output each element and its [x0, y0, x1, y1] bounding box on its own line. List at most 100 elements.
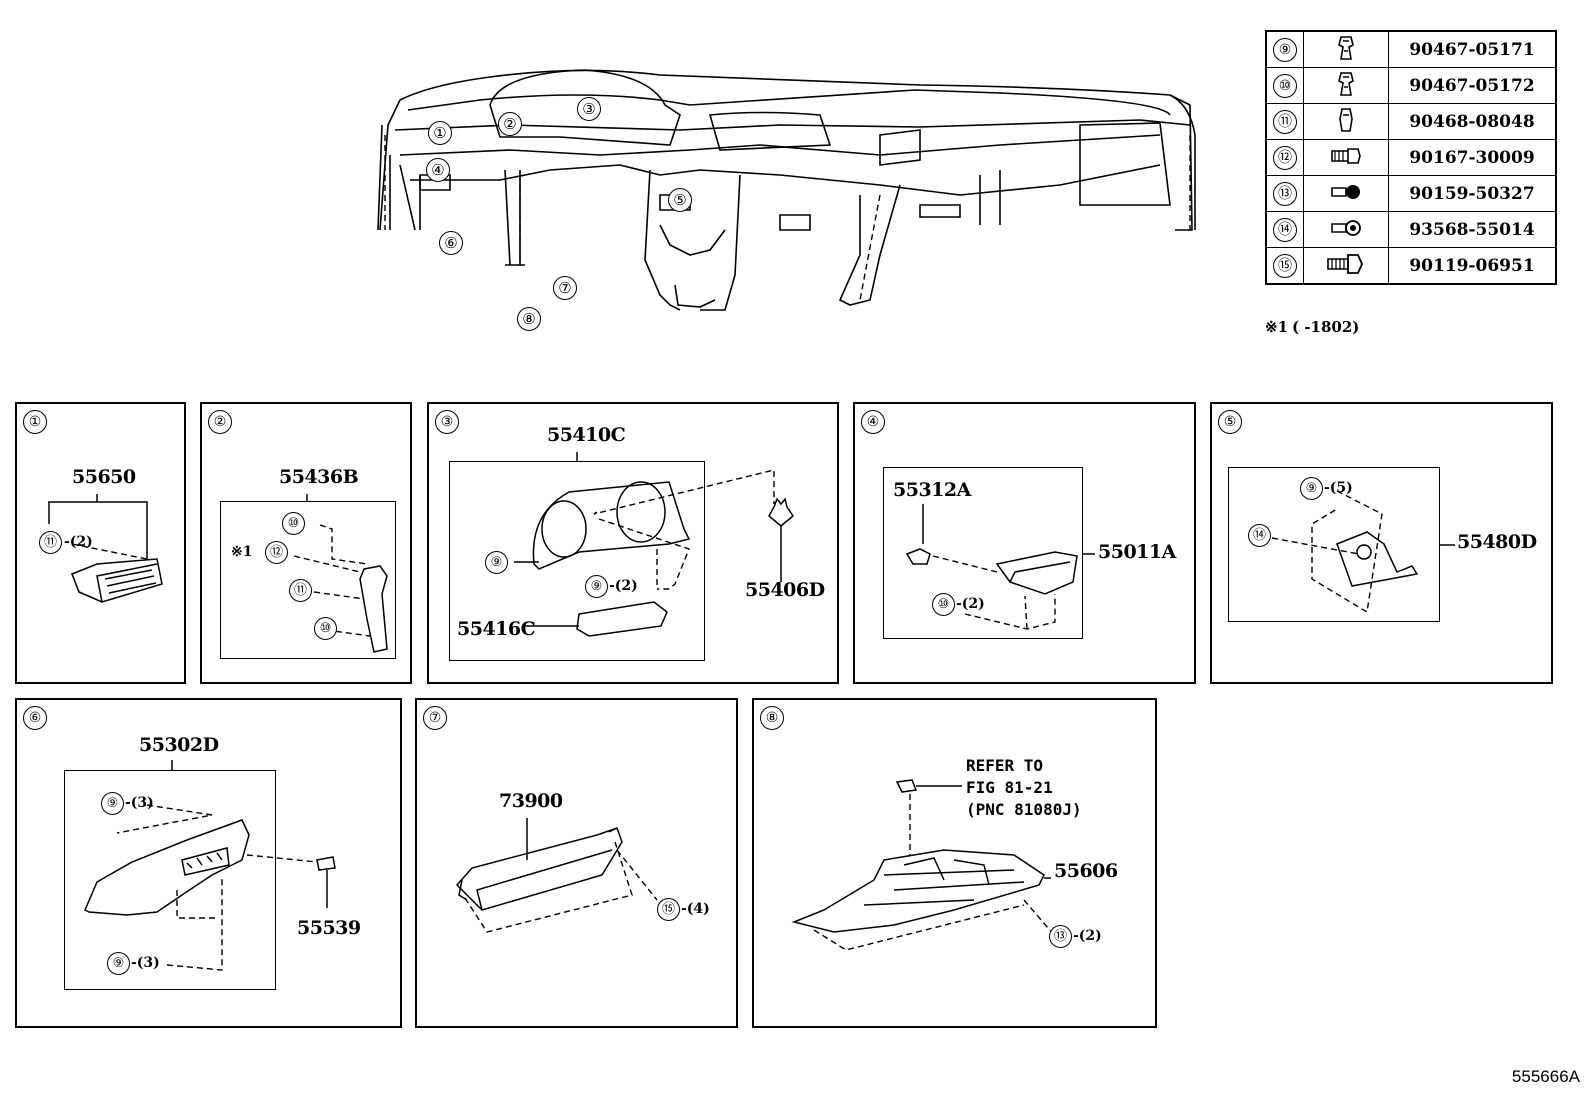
fastener-row: ⑩ 90467-05172: [1265, 67, 1557, 104]
assembly-box: [1228, 467, 1440, 622]
callout-8: ⑧: [517, 307, 541, 331]
panel-8: ⑧ REFER TO FIG 81-21 (PNC 81080J) 55606 …: [752, 698, 1157, 1028]
part-label-55650: 55650: [72, 466, 136, 488]
fastener-number: ⑪: [1273, 109, 1297, 134]
fastener-row: ⑫ 90167-30009: [1265, 139, 1557, 176]
bracket-drawing: [1271, 490, 1455, 614]
fastener-number: ⑭: [1273, 217, 1297, 242]
screw-icon: [1303, 175, 1389, 212]
footnote-mark: ※1: [231, 544, 253, 560]
fastener-table: ⑨ 90467-05171 ⑩ 90467-05172 ⑪ 90468-0804…: [1265, 30, 1557, 285]
screw-callout: ⑭: [1248, 524, 1271, 547]
fastener-row: ⑭ 93568-55014: [1265, 211, 1557, 248]
footnote-mark: ※1: [1265, 318, 1289, 336]
clip-callout: ⑨: [485, 551, 508, 574]
vent-drawing: [48, 494, 163, 603]
fastener-row: ⑮ 90119-06951: [1265, 247, 1557, 285]
module-drawing: [455, 818, 658, 933]
screw-callout: ⑬: [1049, 925, 1072, 948]
fastener-part-number: 93568-55014: [1388, 211, 1557, 248]
footnote-text: ( -1802): [1292, 318, 1360, 336]
callout-2: ②: [498, 112, 522, 136]
panel-number: ⑥: [23, 706, 47, 730]
clip-callout: ⑩: [314, 617, 337, 640]
part-label-55436b: 55436B: [279, 466, 359, 488]
part-label-55480d: 55480D: [1457, 531, 1537, 553]
part-label-55302d: 55302D: [139, 734, 219, 756]
fastener-part-number: 90167-30009: [1388, 139, 1557, 176]
quantity-label: -(5): [1324, 480, 1353, 496]
fastener-part-number: 90467-05172: [1388, 67, 1557, 104]
fastener-number: ⑫: [1273, 145, 1297, 170]
part-label-55606: 55606: [1054, 860, 1118, 882]
panel-number: ②: [208, 410, 232, 434]
clip-callout: ⑨: [101, 792, 124, 815]
fastener-number: ⑮: [1273, 253, 1297, 278]
clip-callout: ⑪: [289, 579, 312, 602]
fastener-part-number: 90119-06951: [1388, 247, 1557, 285]
assembly-box: [220, 501, 396, 659]
fastener-part-number: 90159-50327: [1388, 175, 1557, 212]
panel-number: ①: [23, 410, 47, 434]
assembly-box: [883, 467, 1083, 639]
quantity-label: -(2): [609, 578, 638, 594]
clip-callout: ⑩: [932, 593, 955, 616]
undercover-drawing: [791, 779, 1055, 951]
fastener-number: ⑬: [1273, 181, 1297, 206]
meter-hood-drawing: [514, 452, 794, 637]
callout-6: ⑥: [439, 231, 463, 255]
clip-callout: ⑨: [107, 952, 130, 975]
clip-callout: ⑪: [39, 531, 62, 554]
panel-4: ④ 55312A 55011A ⑩ -(2): [853, 402, 1196, 684]
clip-callout: ⑩: [282, 512, 305, 535]
clip-icon: [1303, 30, 1389, 68]
part-label-55011a: 55011A: [1098, 541, 1176, 563]
reference-note-line-1: REFER TO: [966, 756, 1044, 775]
dashboard-overview-diagram: ① ② ③ ④ ⑤ ⑥ ⑦ ⑧: [360, 55, 1240, 355]
clip-callout: ⑨: [1300, 477, 1323, 500]
panel-5: ⑤ 55480D ⑨ -(5) ⑭: [1210, 402, 1553, 684]
quantity-label: -(2): [64, 534, 93, 550]
fastener-part-number: 90468-08048: [1388, 103, 1557, 140]
part-label-55312a: 55312A: [893, 479, 971, 501]
fastener-row: ⑨ 90467-05171: [1265, 30, 1557, 68]
callout-1: ①: [428, 121, 452, 145]
callout-7: ⑦: [553, 276, 577, 300]
quantity-label: -(3): [125, 795, 154, 811]
quantity-label: -(2): [1073, 928, 1102, 944]
figure-id: 555666A: [1511, 1067, 1580, 1086]
clip-callout: ⑨: [585, 575, 608, 598]
reference-note-line-3: (PNC 81080J): [966, 800, 1082, 819]
part-label-73900: 73900: [499, 790, 563, 812]
fastener-number: ⑨: [1273, 37, 1297, 62]
screw-icon: [1303, 139, 1389, 176]
bracket-drawing: [905, 504, 1095, 630]
bolt-icon: [1303, 247, 1389, 285]
part-label-55416c: 55416C: [457, 618, 536, 640]
panel-1: ① 55650 ⑪ -(2): [15, 402, 186, 684]
panel-6: ⑥ 55302D 55539 ⑨ -(3) ⑨ -(3): [15, 698, 402, 1028]
panel-number: ④: [861, 410, 885, 434]
fastener-part-number: 90467-05171: [1388, 30, 1557, 68]
callout-3: ③: [577, 97, 601, 121]
panel-number: ⑦: [423, 706, 447, 730]
part-label-55406d: 55406D: [745, 579, 825, 601]
panel-number: ⑤: [1218, 410, 1242, 434]
panel-3: ③ 55410C ⑨ ⑨ -(2) 55416C 55406D: [427, 402, 839, 684]
clip-icon: [1303, 67, 1389, 104]
bracket-drawing: [293, 494, 388, 653]
quantity-label: -(4): [681, 901, 710, 917]
part-label-55410c: 55410C: [547, 424, 626, 446]
panel-7: ⑦ 73900 ⑮ -(4): [415, 698, 738, 1028]
part-label-55539: 55539: [297, 917, 361, 939]
panel-number: ③: [435, 410, 459, 434]
panel-2: ② 55436B ⑩ ※1 ⑫ ⑪ ⑩: [200, 402, 412, 684]
quantity-label: -(2): [956, 596, 985, 612]
callout-4: ④: [426, 158, 450, 182]
quantity-label: -(3): [131, 955, 160, 971]
clip-icon: [1303, 103, 1389, 140]
bolt-callout: ⑮: [657, 898, 680, 921]
assembly-box: [64, 770, 276, 990]
callout-5: ⑤: [668, 188, 692, 212]
screw-callout: ⑫: [265, 541, 288, 564]
